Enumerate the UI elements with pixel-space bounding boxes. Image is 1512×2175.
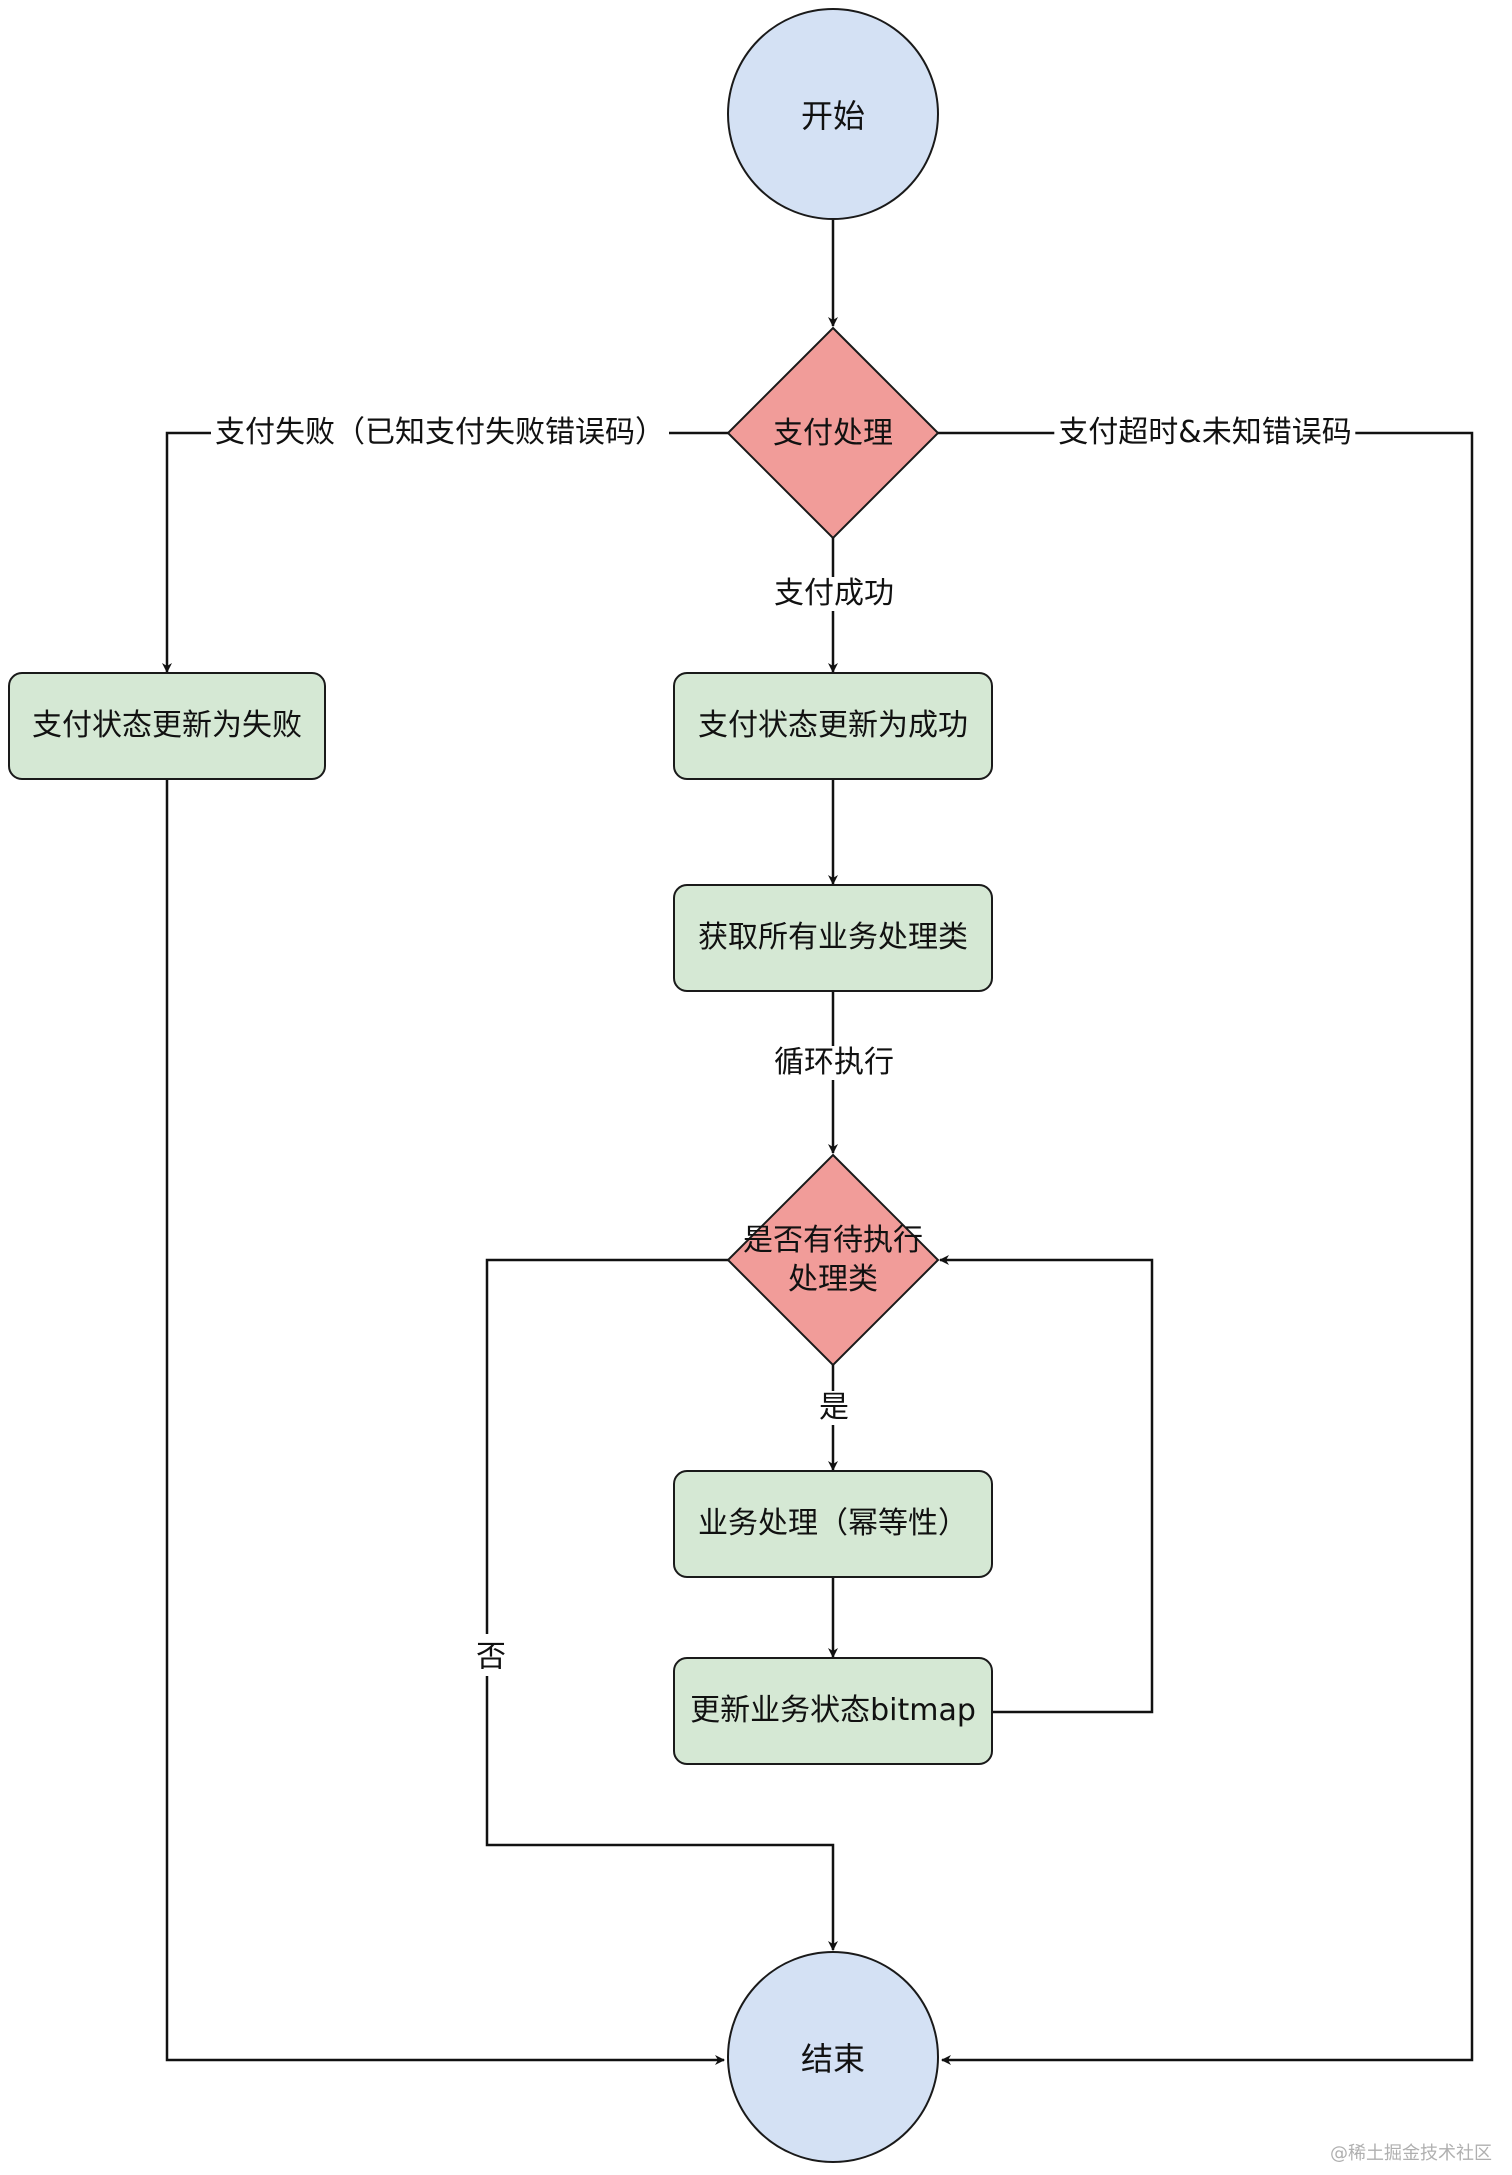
payment-process-label: 支付处理 xyxy=(773,415,893,451)
biz-process-label: 业务处理（幂等性） xyxy=(698,1506,968,1541)
start-label: 开始 xyxy=(800,97,865,135)
edge-payment-to-fail xyxy=(162,431,728,673)
get-handlers-label: 获取所有业务处理类 xyxy=(698,920,968,955)
edge-fail-to-end xyxy=(165,780,725,2065)
watermark: @稀土掘金技术社区 xyxy=(1330,2143,1492,2164)
edge-pending-to-end-no xyxy=(485,1258,838,1951)
biz-process-node: 业务处理（幂等性） xyxy=(673,1470,993,1578)
end-label: 结束 xyxy=(800,2040,865,2078)
edge-label-no: 否 xyxy=(470,1634,505,1676)
set-success-node: 支付状态更新为成功 xyxy=(673,672,993,780)
edge-bitmap-loop-back xyxy=(939,1255,1154,1714)
edge-label-success: 支付成功 xyxy=(770,577,898,611)
start-node: 开始 xyxy=(727,8,939,220)
update-bitmap-label: 更新业务状态bitmap xyxy=(690,1693,976,1728)
edge-payment-to-end-timeout xyxy=(938,431,1474,2065)
has-pending-label-line2: 处理类 xyxy=(788,1262,878,1297)
get-handlers-node: 获取所有业务处理类 xyxy=(673,884,993,992)
edge-label-timeout: 支付超时&未知错误码 xyxy=(1054,416,1356,450)
set-fail-label: 支付状态更新为失败 xyxy=(32,708,302,743)
edge-label-yes: 是 xyxy=(815,1391,853,1425)
has-pending-label-wrap: 是否有待执行 处理类 xyxy=(718,1213,948,1307)
has-pending-label-line1: 是否有待执行 xyxy=(743,1223,923,1258)
edge-label-loop: 循环执行 xyxy=(770,1046,898,1080)
set-success-label: 支付状态更新为成功 xyxy=(698,708,968,743)
payment-process-label-wrap: 支付处理 xyxy=(728,398,938,468)
update-bitmap-node: 更新业务状态bitmap xyxy=(673,1657,993,1765)
set-fail-node: 支付状态更新为失败 xyxy=(8,672,326,780)
end-node: 结束 xyxy=(727,1951,939,2163)
edge-label-fail: 支付失败（已知支付失败错误码） xyxy=(211,416,669,450)
